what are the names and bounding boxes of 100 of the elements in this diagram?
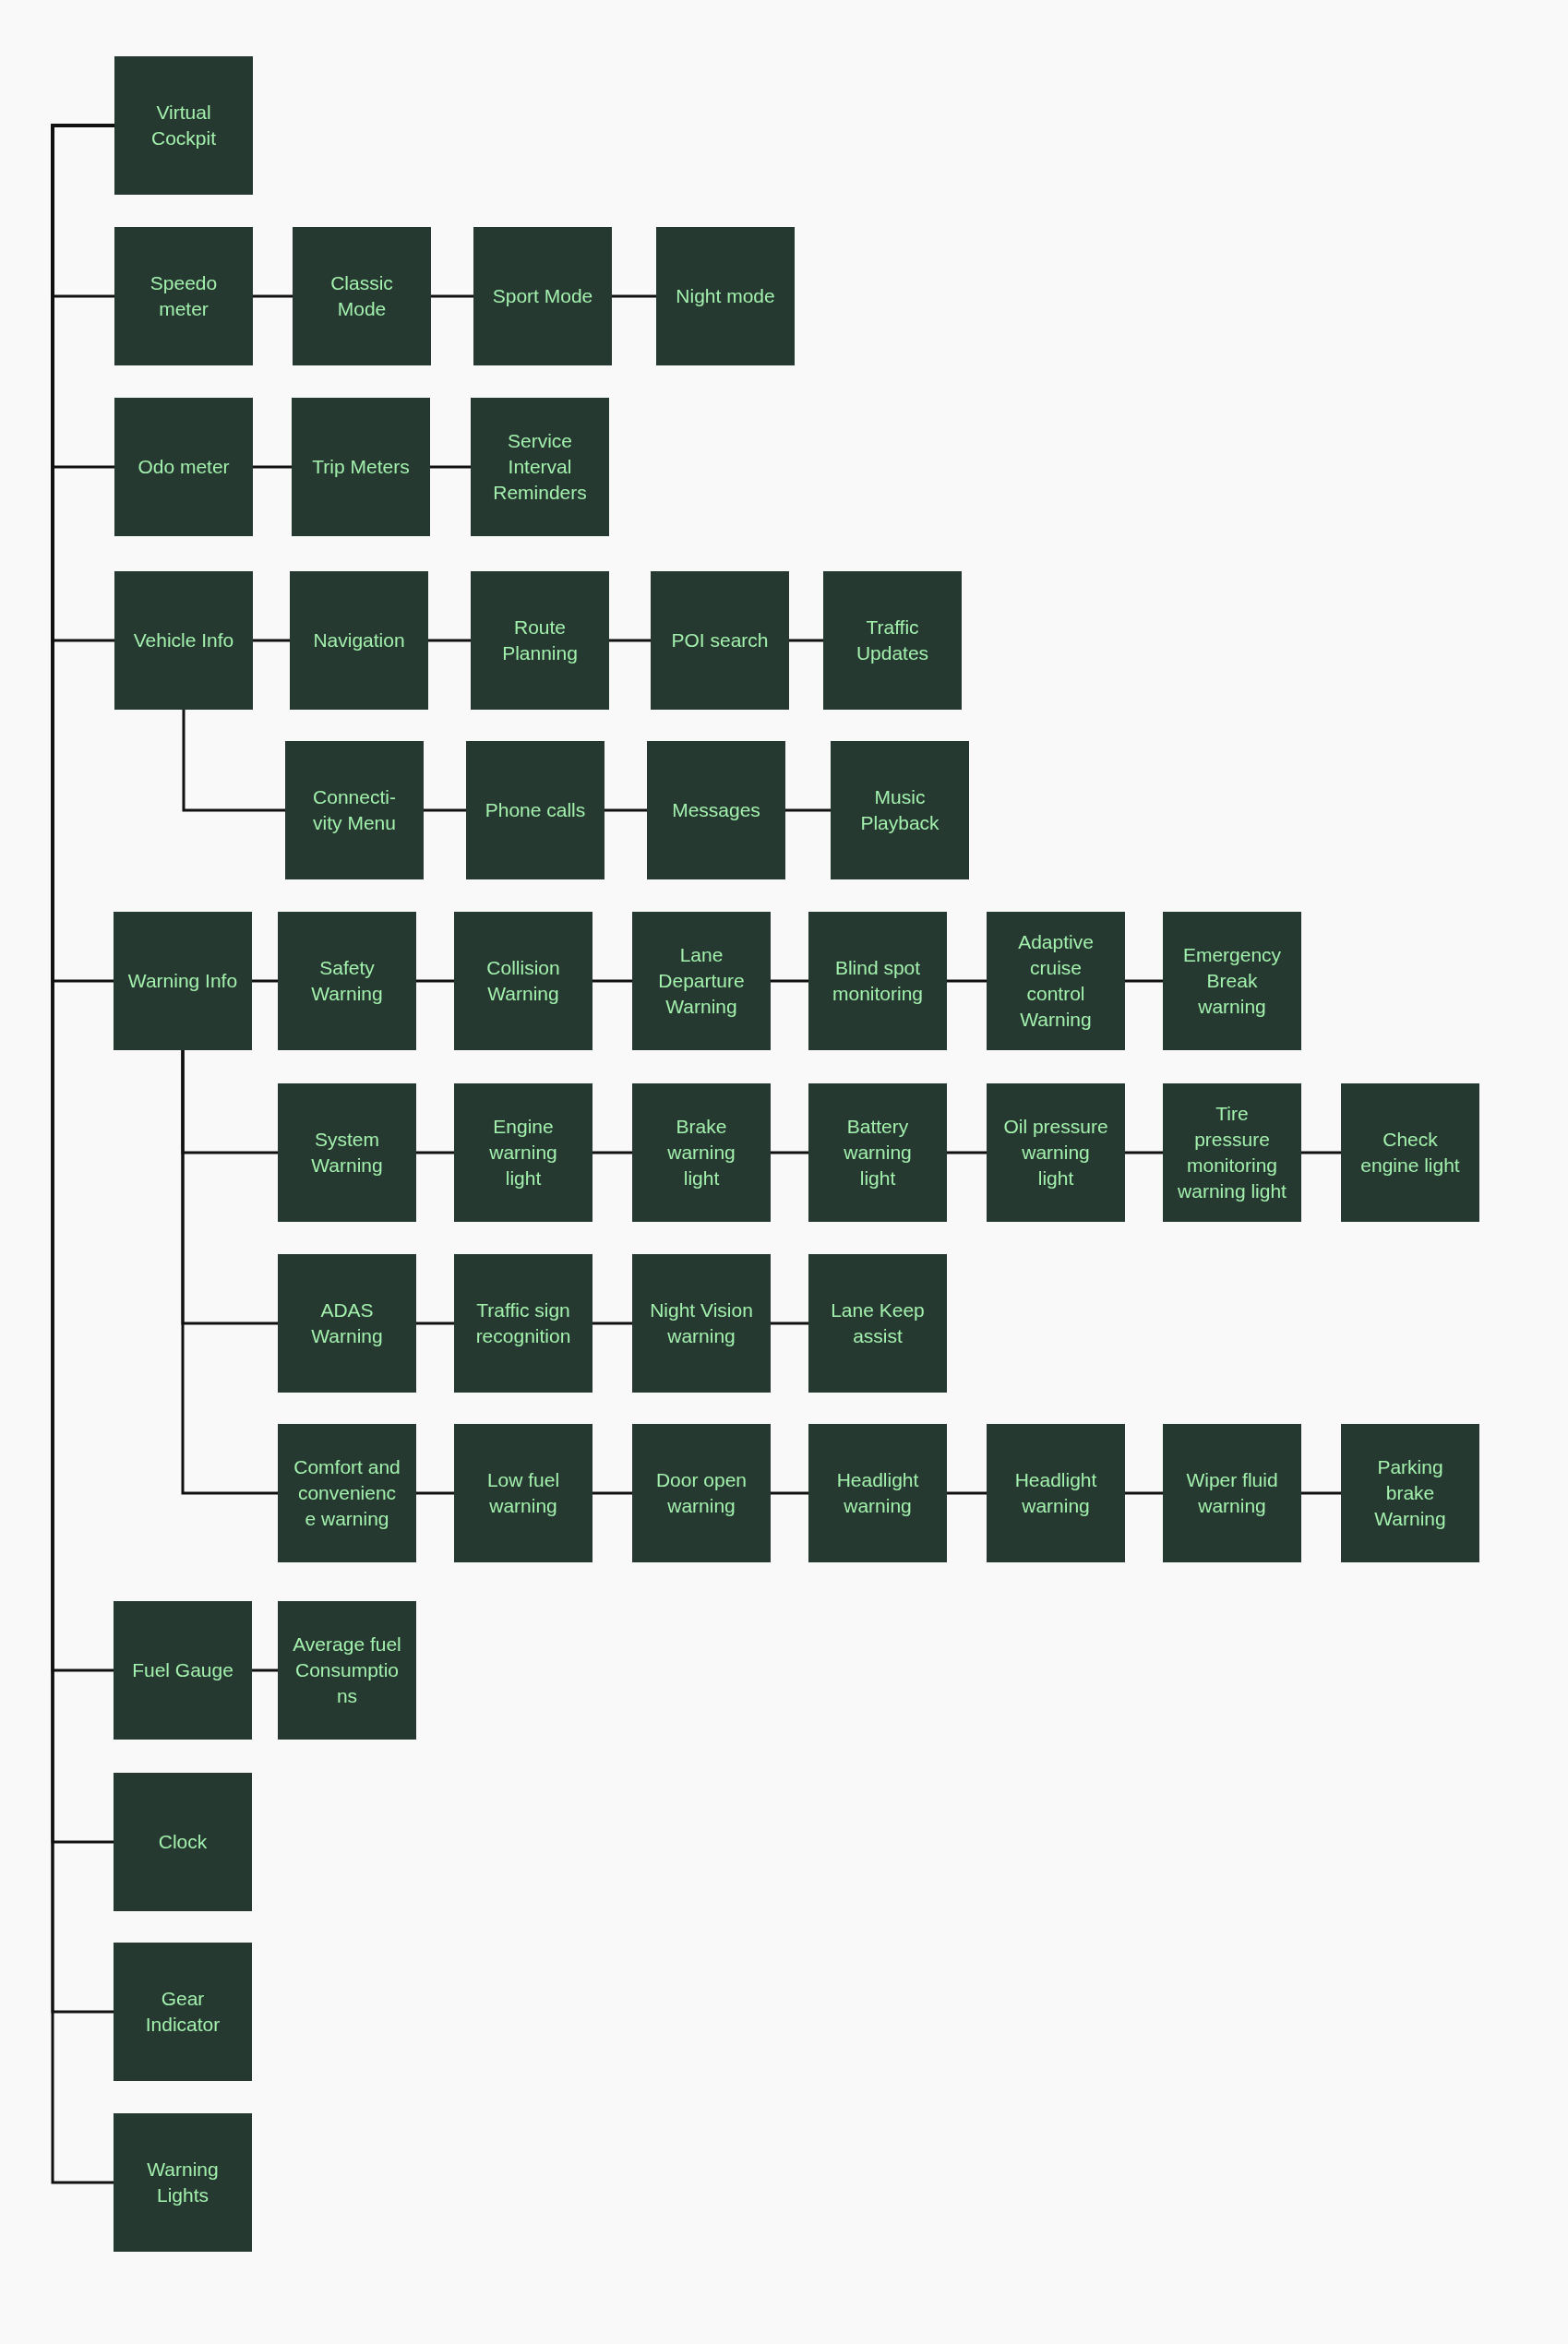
menu-item-label: Sport Mode [491, 284, 594, 308]
menu-item-label: Lane Departure Warning [657, 943, 746, 1019]
menu-item-label: POI search [670, 628, 770, 652]
menu-item-box [114, 912, 252, 1050]
menu-item-label: Low fuel warning [485, 1468, 561, 1518]
menu-item-box [278, 1083, 416, 1222]
menu-item-label: Messages [671, 798, 761, 822]
menu-item-box [292, 398, 430, 536]
menu-item-box [114, 56, 253, 195]
menu-item-box [293, 227, 431, 365]
menu-item-box [1163, 1083, 1301, 1222]
menu-item-box [114, 571, 253, 710]
menu-item-label: Traffic sign recognition [474, 1298, 572, 1348]
menu-item-box [278, 912, 416, 1050]
menu-item-box [808, 912, 947, 1050]
connector-line [609, 639, 651, 642]
menu-item-box [466, 741, 604, 879]
connector-line [947, 979, 987, 983]
menu-item-label: Night Vision warning [649, 1298, 754, 1348]
menu-item-box [808, 1424, 947, 1562]
menu-item-label: Headlight warning [835, 1468, 920, 1518]
menu-item-label: Clock [157, 1830, 209, 1854]
menu-item-box [823, 571, 962, 710]
menu-item-box [471, 398, 609, 536]
menu-item-label: Phone calls [484, 798, 587, 822]
menu-item-label: Tire pressure monitoring warning light [1177, 1102, 1287, 1203]
menu-item-box [114, 1773, 252, 1911]
menu-item-box [987, 1424, 1125, 1562]
menu-item-label: Virtual Cockpit [150, 101, 217, 150]
menu-item-box [454, 1254, 592, 1393]
menu-item-box [114, 227, 253, 365]
menu-item-label: Vehicle Info [132, 628, 235, 652]
connector-line [253, 294, 293, 298]
menu-item-box [278, 1254, 416, 1393]
connector-line [1301, 1491, 1341, 1495]
menu-item-label: Brake warning light [666, 1115, 736, 1190]
menu-item-box [987, 1083, 1125, 1222]
menu-item-label: Safety Warning [310, 956, 384, 1006]
menu-item-label: Night mode [675, 284, 776, 308]
menu-item-box [114, 1943, 252, 2081]
connector-line [1125, 979, 1163, 983]
connector-line [771, 1151, 808, 1154]
connector-line [947, 1151, 987, 1154]
menu-item-label: Speedo meter [149, 271, 219, 321]
menu-item-label: ADAS Warning [310, 1298, 384, 1348]
menu-item-label: Navigation [312, 628, 406, 652]
menu-item-box [632, 912, 771, 1050]
menu-item-box [454, 912, 592, 1050]
connector-line [416, 979, 454, 983]
menu-item-label: Traffic Updates [855, 616, 930, 665]
menu-item-box [831, 741, 969, 879]
menu-item-box [278, 1424, 416, 1562]
menu-item-box [1341, 1083, 1479, 1222]
connector-line [430, 465, 471, 469]
menu-item-label: Route Planning [501, 616, 579, 665]
connector-line [1301, 1151, 1341, 1154]
menu-item-box [647, 741, 785, 879]
connector-line [771, 979, 808, 983]
connector-line [181, 1050, 278, 1495]
menu-item-label: Warning Lights [146, 2158, 220, 2207]
connector-line [182, 710, 285, 812]
connector-line [1125, 1491, 1163, 1495]
menu-item-box [987, 912, 1125, 1050]
menu-item-box [1163, 912, 1301, 1050]
menu-item-box [473, 227, 612, 365]
menu-item-label: Lane Keep assist [830, 1298, 926, 1348]
menu-item-label: Collision Warning [485, 956, 561, 1006]
connector-line [771, 1321, 808, 1325]
menu-item-label: Parking brake Warning [1373, 1455, 1447, 1531]
connector-line [612, 294, 656, 298]
connector-line [604, 808, 647, 812]
connector-line [592, 979, 632, 983]
menu-item-label: Oil pressure warning light [1002, 1115, 1109, 1190]
menu-item-label: Average fuel Consumptio ns [292, 1632, 402, 1708]
menu-item-label: Battery warning light [843, 1115, 913, 1190]
menu-item-label: Headlight warning [1013, 1468, 1098, 1518]
connector-line [253, 639, 290, 642]
menu-item-box [1163, 1424, 1301, 1562]
connector-line [252, 1668, 278, 1672]
menu-item-label: Blind spot monitoring [831, 956, 925, 1006]
menu-item-box [471, 571, 609, 710]
connector-line [253, 465, 292, 469]
connector-line [428, 639, 471, 642]
menu-item-box [278, 1601, 416, 1740]
connector-line [1125, 1151, 1163, 1154]
connector-line [252, 979, 278, 983]
menu-item-box [114, 1601, 252, 1740]
menu-item-box [290, 571, 428, 710]
connector-line [431, 294, 473, 298]
menu-item-box [1341, 1424, 1479, 1562]
menu-item-box [632, 1254, 771, 1393]
menu-item-label: Classic Mode [329, 271, 394, 321]
menu-item-box [656, 227, 795, 365]
menu-item-box [285, 741, 424, 879]
menu-item-label: Emergency Break warning [1181, 943, 1283, 1019]
connector-line [416, 1491, 454, 1495]
connector-line [592, 1151, 632, 1154]
menu-item-label: Trip Meters [311, 455, 411, 479]
menu-item-label: Connecti- vity Menu [312, 785, 397, 835]
menu-item-box [632, 1083, 771, 1222]
